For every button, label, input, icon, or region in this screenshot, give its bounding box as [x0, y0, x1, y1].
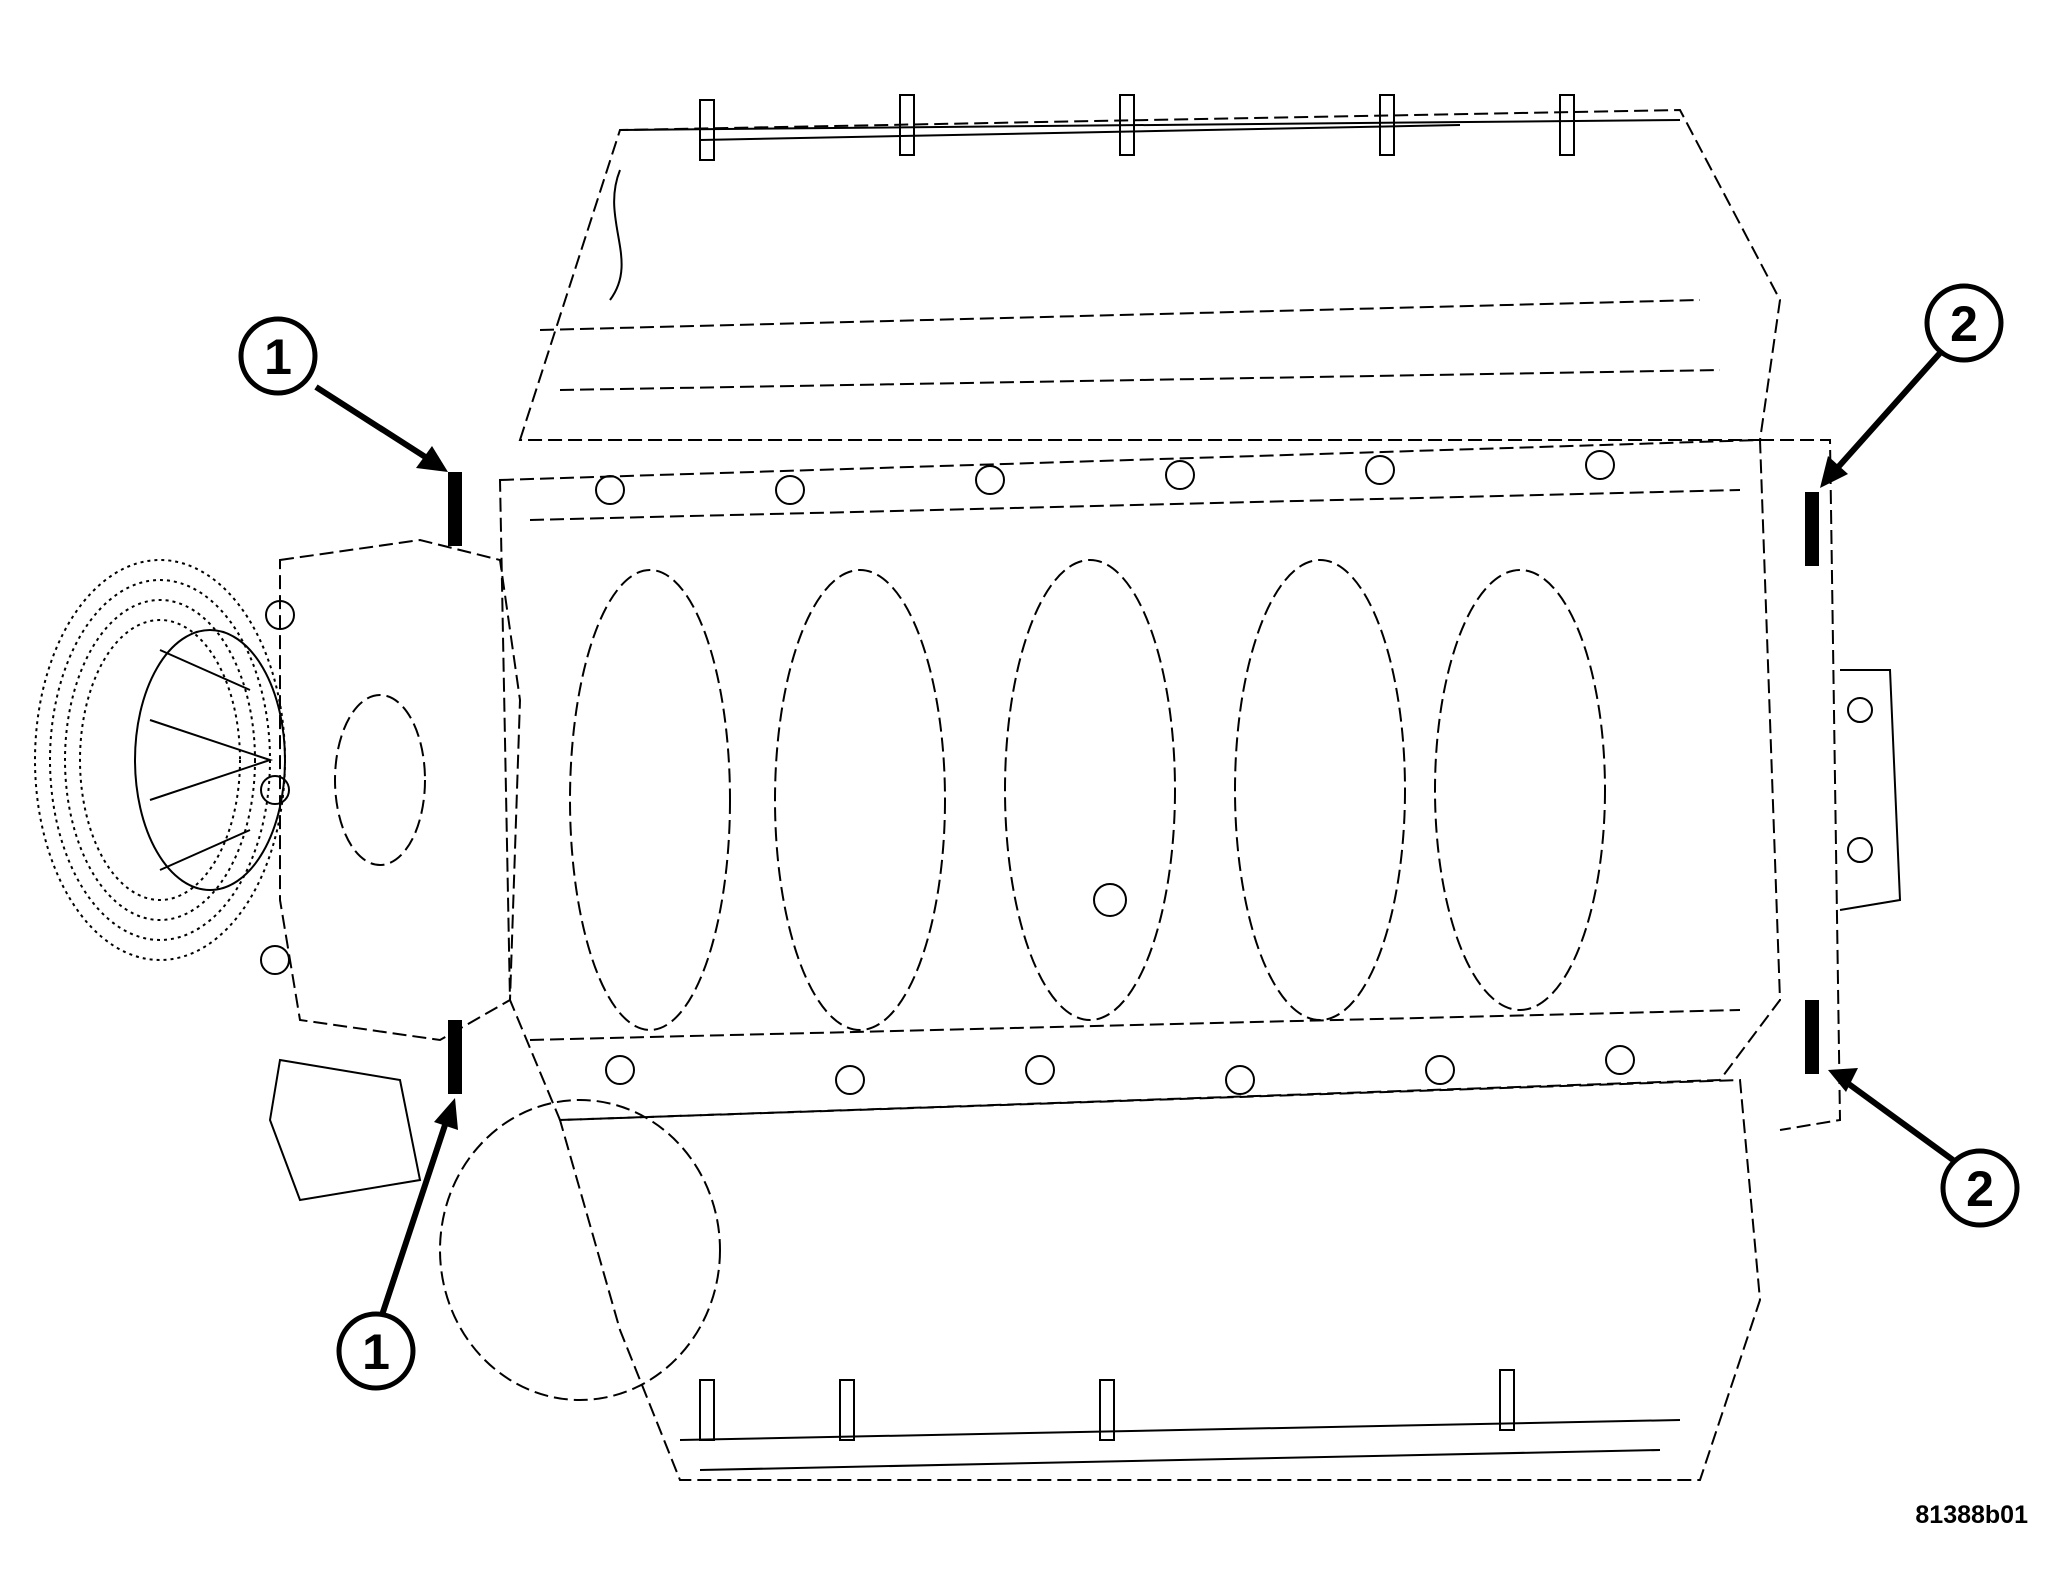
callout-label: 2 [1966, 1161, 1994, 1217]
sealant-bead-front-upper [448, 472, 462, 546]
upper-cylinder-head [518, 94, 1782, 441]
callout-label: 1 [362, 1324, 390, 1380]
sealant-bead-rear-upper [1805, 492, 1819, 566]
sealant-bead-front-lower [448, 1020, 462, 1094]
callout-rear-upper: 2 [1924, 283, 2004, 363]
callout-front-lower: 1 [336, 1311, 416, 1391]
lower-cylinder-head [439, 1078, 1762, 1481]
engine-block-body [498, 438, 1782, 1122]
front-cover [260, 538, 522, 1202]
callout-label: 2 [1950, 296, 1978, 352]
leader-arrows [314, 351, 1955, 1316]
callout-front-upper: 1 [238, 316, 318, 396]
sealant-bead-rear-lower [1805, 1000, 1819, 1074]
callout-label: 1 [264, 329, 292, 385]
crankshaft-pulley [34, 559, 286, 961]
callout-rear-lower: 2 [1940, 1148, 2020, 1228]
rear-face [1760, 439, 1902, 1131]
figure-id-label: 81388b01 [1915, 1501, 2028, 1529]
